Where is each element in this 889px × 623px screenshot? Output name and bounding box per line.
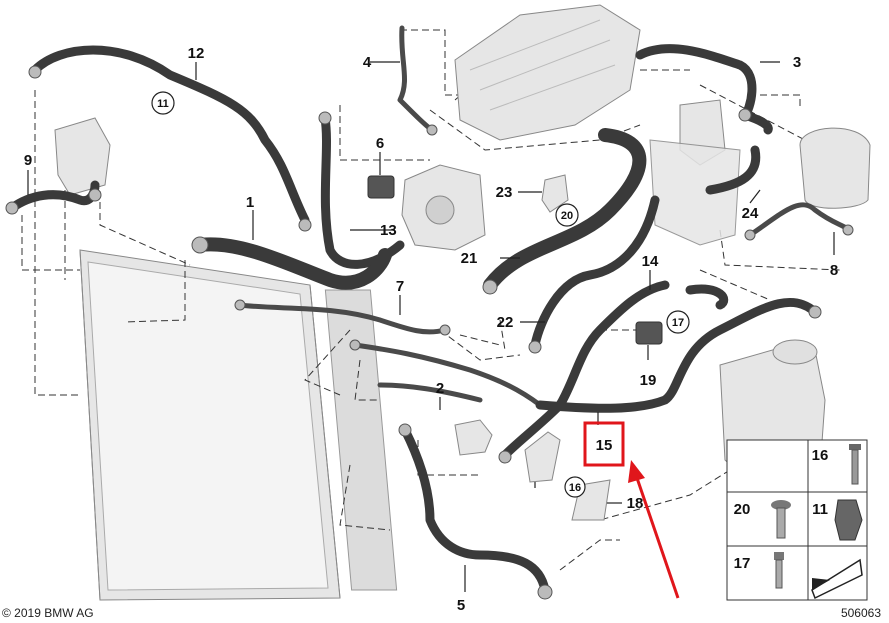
legend-20: 20 — [734, 501, 751, 518]
legend-11: 11 — [812, 501, 828, 518]
hose-13 — [500, 280, 670, 460]
callout-3: 3 — [793, 54, 801, 71]
callout-22: 22 — [497, 314, 514, 331]
circled-11: 11 — [157, 98, 169, 110]
hose-23 — [705, 145, 761, 195]
screw-20-icon — [771, 500, 791, 539]
red-pointer-arrow — [628, 460, 680, 599]
thermostat-cap[interactable] — [367, 175, 395, 199]
circled-16: 16 — [569, 482, 581, 494]
fasteners-legend: 16 20 11 17 — [726, 439, 868, 601]
intake-manifold — [454, 4, 641, 141]
oil-filter-housing — [649, 99, 741, 246]
legend-16: 16 — [812, 447, 829, 464]
holder-18[interactable] — [635, 321, 663, 345]
callout-21: 21 — [461, 250, 478, 267]
circled-20: 20 — [561, 210, 573, 222]
hose-2b — [377, 382, 483, 403]
callout-1: 1 — [246, 194, 254, 211]
radiator[interactable] — [79, 249, 398, 601]
circled-17: 17 — [672, 317, 684, 329]
callout-19: 23 — [496, 184, 513, 201]
hose-21 — [483, 128, 647, 292]
hose-5 — [400, 425, 550, 595]
bracket-24[interactable] — [524, 431, 561, 483]
hose-22 — [530, 195, 660, 350]
hoses — [7, 25, 851, 595]
callout-10: 12 — [188, 45, 205, 62]
callout-6: 6 — [376, 135, 384, 152]
callout-4: 4 — [363, 54, 372, 71]
callout-18: 19 — [640, 372, 657, 389]
hose-10 — [30, 45, 310, 225]
lower-main-hose — [535, 298, 820, 413]
diagram-id: 506063 — [841, 606, 881, 620]
water-pump[interactable] — [401, 164, 486, 251]
callout-13: 14 — [642, 253, 659, 270]
hose-2 — [352, 342, 543, 408]
wedge-arrow-icon — [811, 558, 863, 600]
callout-12: 13 — [380, 222, 397, 239]
expansion-tank-upper[interactable] — [799, 127, 871, 209]
leader-lines — [27, 61, 835, 592]
callout-5: 5 — [457, 597, 465, 614]
hose-7 — [237, 302, 448, 335]
callout-15: 18 — [627, 495, 644, 512]
callout-2: 2 — [436, 380, 444, 397]
callout-14: 15 — [596, 437, 613, 454]
legend-17: 17 — [734, 555, 751, 572]
callout-7: 7 — [396, 278, 404, 295]
bolt-17-icon — [774, 552, 784, 589]
clamp-11-icon — [834, 499, 863, 541]
hose-1 — [193, 237, 392, 290]
hose-8 — [747, 202, 851, 238]
bracket-19[interactable] — [541, 174, 569, 213]
hose-4 — [397, 25, 435, 133]
callout-8: 8 — [830, 262, 838, 279]
bolt-16-icon — [849, 444, 861, 485]
circled-references: 11 20 17 16 — [151, 91, 690, 498]
callout-labels: 12 9 1 4 6 13 7 2 5 3 8 23 21 22 14 19 2… — [24, 45, 838, 614]
hose-13b — [685, 284, 729, 310]
filter-housing-left — [54, 117, 111, 196]
connectors — [5, 65, 854, 600]
hose-12 — [320, 113, 405, 269]
highlight-callout-14[interactable]: 15 — [583, 421, 625, 467]
callout-23: 24 — [742, 205, 759, 222]
callout-9: 9 — [24, 152, 32, 169]
hose-3 — [635, 44, 773, 135]
copyright-text: © 2019 BMW AG — [2, 606, 94, 620]
electric-pump[interactable] — [454, 419, 493, 456]
